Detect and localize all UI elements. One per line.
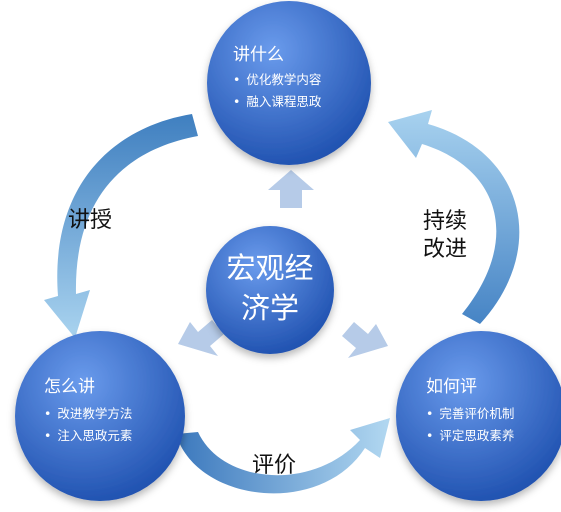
pointer-up-arrow bbox=[268, 170, 314, 208]
node-left-bullet-1: 改进教学方法 bbox=[44, 403, 132, 425]
node-right-bullet-2: 评定思政素养 bbox=[426, 425, 514, 447]
center-topic: 宏观经 济学 bbox=[210, 248, 330, 328]
node-top-title: 讲什么 bbox=[233, 45, 284, 65]
arc-arrow-improve bbox=[388, 110, 520, 324]
node-right-title: 如何评 bbox=[426, 377, 477, 397]
node-top-bullet-2: 融入课程思政 bbox=[233, 91, 321, 113]
node-left-bullet-2: 注入思政元素 bbox=[44, 425, 132, 447]
node-top-bullet-1: 优化教学内容 bbox=[233, 69, 321, 91]
edge-label-improve-line-1: 持续 bbox=[423, 209, 468, 234]
center-line-1: 宏观经 bbox=[226, 251, 314, 285]
arc-arrow-evaluate bbox=[176, 418, 390, 494]
edge-label-improve-line-2: 改进 bbox=[423, 237, 468, 262]
edge-label-teach: 讲授 bbox=[68, 208, 113, 233]
pointer-left-arrow bbox=[178, 320, 224, 356]
edge-label-improve: 持续 改进 bbox=[423, 208, 467, 264]
center-circle bbox=[206, 226, 334, 354]
node-right-bullets: 完善评价机制 评定思政素养 bbox=[426, 403, 514, 447]
edge-label-evaluate: 评价 bbox=[252, 453, 297, 478]
node-right-bullet-1: 完善评价机制 bbox=[426, 403, 514, 425]
center-line-2: 济学 bbox=[240, 291, 299, 325]
node-left-bullets: 改进教学方法 注入思政元素 bbox=[44, 403, 132, 447]
node-top-bullets: 优化教学内容 融入课程思政 bbox=[233, 69, 321, 113]
node-left-title: 怎么讲 bbox=[44, 377, 95, 397]
pointer-right-arrow bbox=[342, 322, 388, 358]
arc-arrow-teach bbox=[44, 114, 198, 338]
